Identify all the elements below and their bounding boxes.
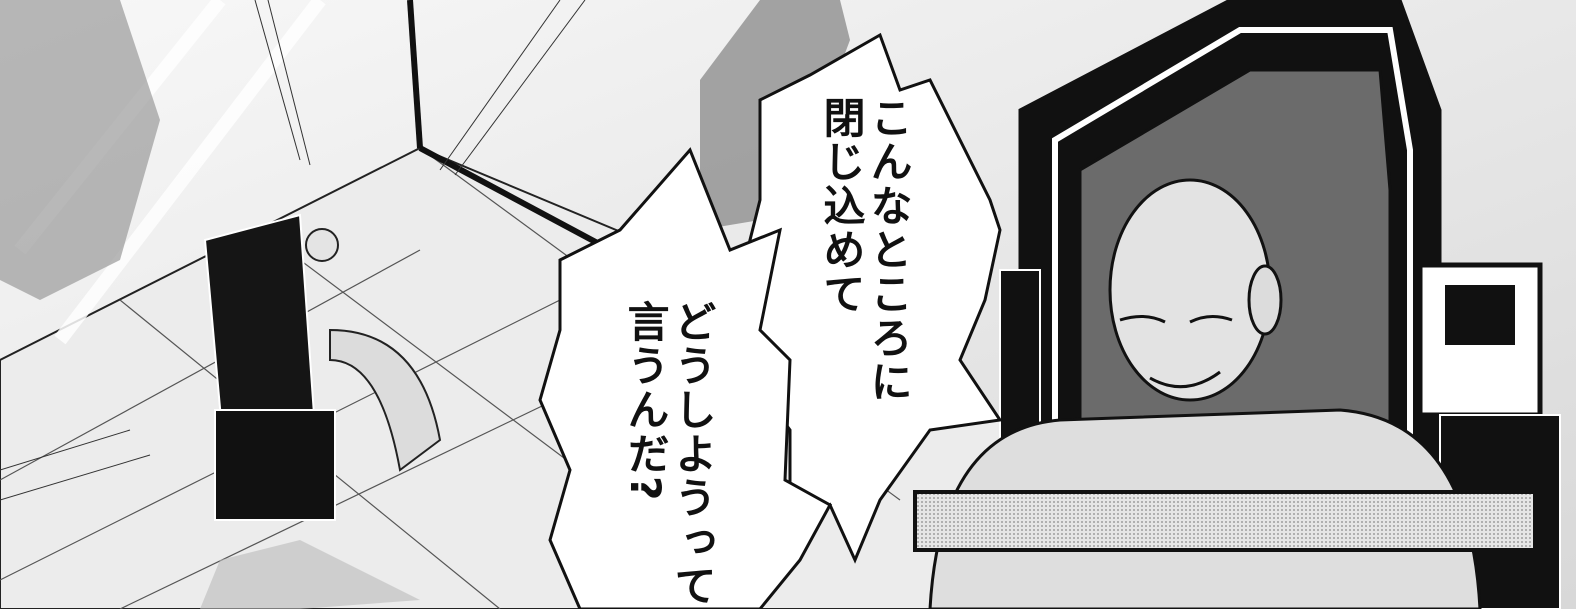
speech-bubble-upper-text: こんなところに 閉じ込めて: [817, 96, 914, 404]
distant-throne: [200, 213, 442, 609]
shadow-silhouette-left: [0, 0, 160, 300]
speech-bubble-lower-text: どうしようって 言うんだ?: [621, 300, 718, 608]
speech-line: 言うんだ?: [621, 300, 671, 503]
speech-bubble-lower: [538, 147, 833, 609]
speech-line: こんなところに: [864, 96, 914, 404]
restraint-bar: [913, 490, 1537, 552]
speech-line: どうしようって: [668, 300, 718, 608]
speech-line: 閉じ込めて: [817, 96, 867, 316]
speed-lines: [0, 0, 586, 501]
